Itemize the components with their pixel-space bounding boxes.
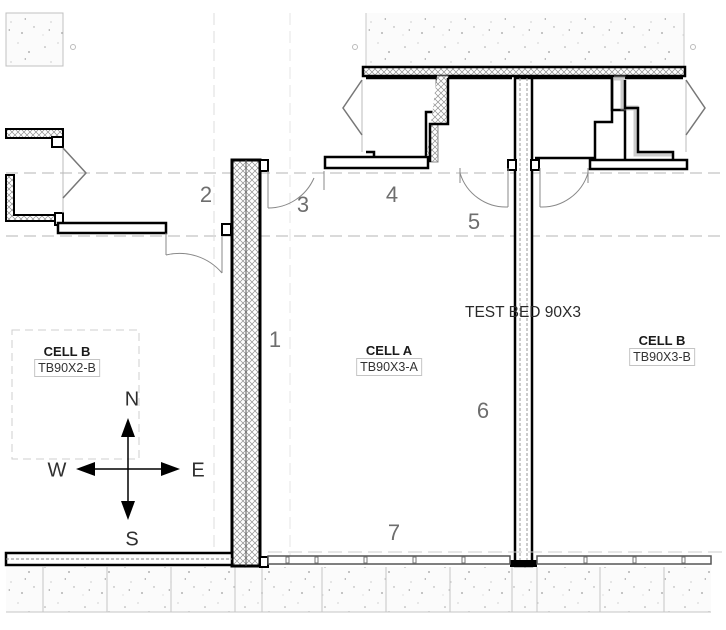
cell-b-left-boundary [11,329,140,460]
zone-number-5: 5 [467,209,481,234]
wall-left-upper [5,128,168,235]
zone-number-1: 1 [268,327,282,352]
compass-south-label: S [125,528,139,551]
door-swings-4-5 [459,168,589,208]
wall-bottom [4,551,726,567]
compass-north-label: N [124,388,140,411]
zone-number-3: 3 [296,192,310,217]
door-swing-2 [165,223,232,274]
cell-a-tag: TB90X3-A [356,358,422,376]
test-bed-title: TEST BED 90X3 [464,304,582,321]
cell-b-left-name: CELL B [43,344,91,359]
wall-zone-1 [230,158,269,568]
wall-top-center [323,65,706,568]
zone-number-4: 4 [385,182,399,207]
concrete-slabs [5,12,711,613]
door-swing-3 [267,171,325,209]
compass-east-label: E [191,459,205,482]
zone-number-6: 6 [476,398,490,423]
compass-rose [76,418,180,520]
zone-number-2: 2 [199,182,213,207]
cell-b-right-name: CELL B [638,333,686,348]
compass-west-label: W [47,459,67,482]
cell-b-left-tag: TB90X2-B [34,359,100,377]
cell-a-name: CELL A [365,343,413,358]
dashed-gridlines [6,13,726,560]
zone-number-7: 7 [387,520,401,545]
cell-b-right-tag: TB90X3-B [629,348,695,366]
